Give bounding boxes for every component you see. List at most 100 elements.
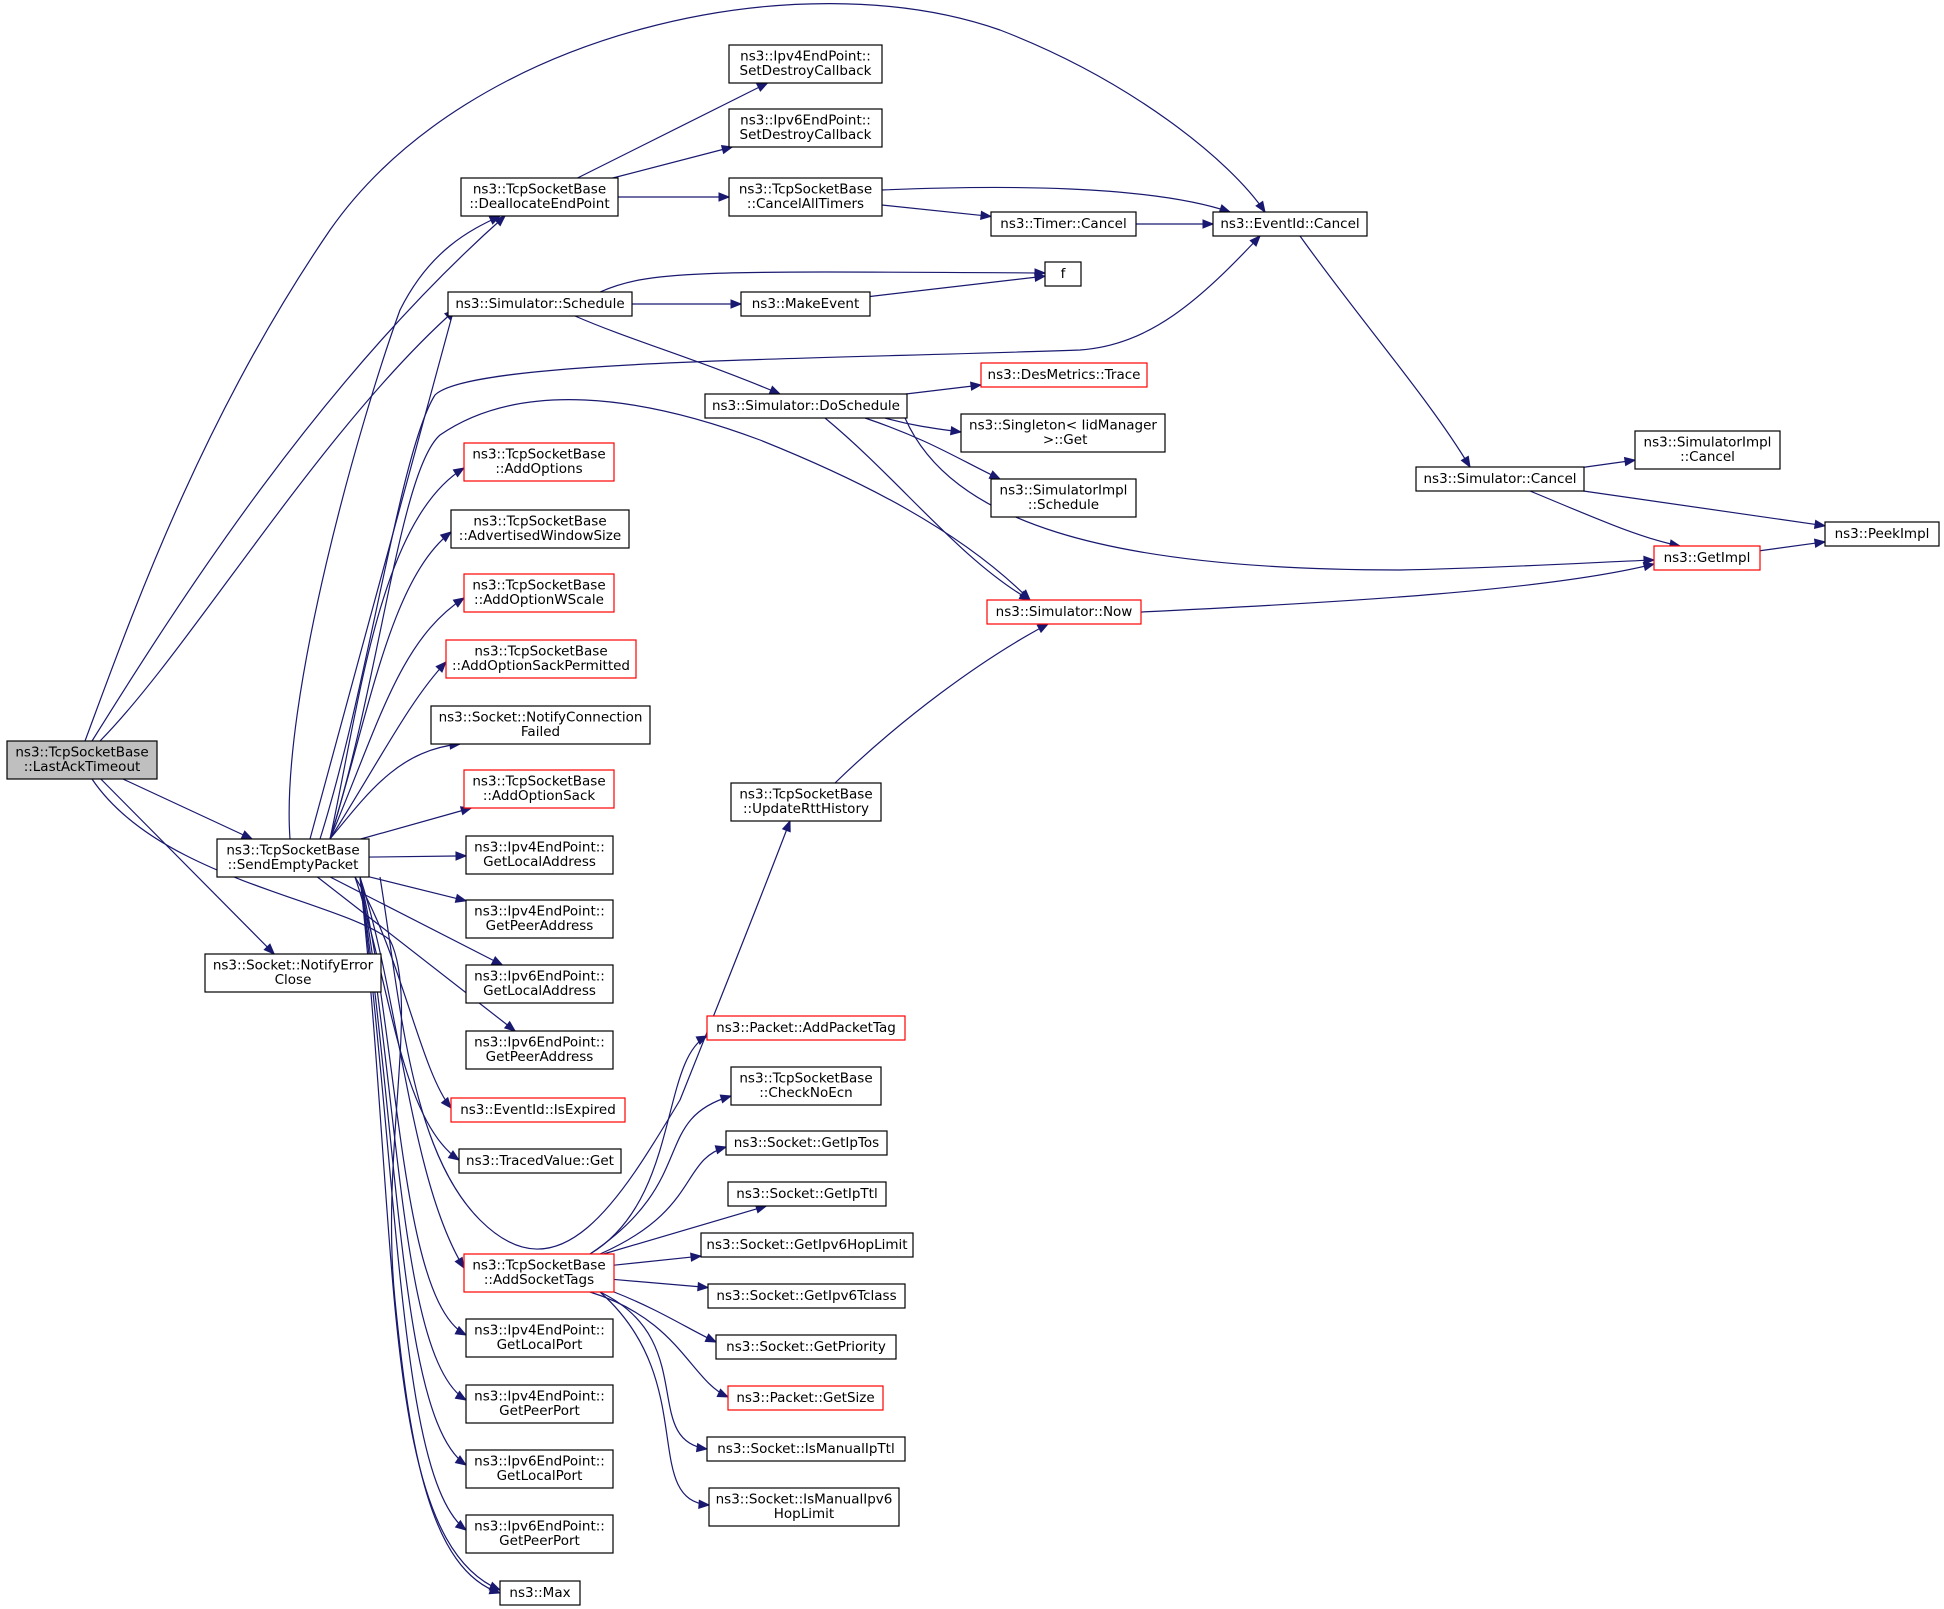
node-box[interactable] — [204, 953, 382, 993]
node-box[interactable] — [740, 291, 871, 317]
node-box[interactable] — [704, 393, 908, 419]
node-simschedule[interactable]: ns3::Simulator::Schedule — [447, 291, 633, 317]
node-desmetrics[interactable]: ns3::DesMetrics::Trace — [980, 362, 1148, 388]
node-box[interactable] — [1212, 211, 1368, 237]
node-simimplschedule[interactable]: ns3::SimulatorImpl::Schedule — [990, 478, 1137, 518]
node-box[interactable] — [727, 1181, 887, 1207]
node-getimpl[interactable]: ns3::GetImpl — [1653, 545, 1761, 571]
node-addoptionsackperm[interactable]: ns3::TcpSocketBase::AddOptionSackPermitt… — [445, 639, 637, 679]
node-advwindowsize[interactable]: ns3::TcpSocketBase::AdvertisedWindowSize — [450, 509, 630, 549]
node-ismanualipttl[interactable]: ns3::Socket::IsManualIpTtl — [706, 1436, 906, 1462]
node-ipv4getlocaladdr[interactable]: ns3::Ipv4EndPoint::GetLocalAddress — [465, 835, 614, 875]
node-box[interactable] — [706, 1015, 906, 1041]
node-box[interactable] — [727, 1385, 884, 1411]
node-f[interactable]: f — [1044, 261, 1082, 287]
node-simimplcancel[interactable]: ns3::SimulatorImpl::Cancel — [1634, 430, 1781, 470]
node-addoptionsack[interactable]: ns3::TcpSocketBase::AddOptionSack — [463, 769, 615, 809]
node-box[interactable] — [708, 1487, 900, 1527]
node-ipv4getpeerport[interactable]: ns3::Ipv4EndPoint::GetPeerPort — [465, 1384, 614, 1424]
node-box[interactable] — [1653, 545, 1761, 571]
node-box[interactable] — [430, 705, 651, 745]
node-box[interactable] — [445, 639, 637, 679]
node-getipv6tclass[interactable]: ns3::Socket::GetIpv6Tclass — [707, 1283, 906, 1309]
node-box[interactable] — [463, 769, 615, 809]
node-box[interactable] — [980, 362, 1148, 388]
node-addoptions[interactable]: ns3::TcpSocketBase::AddOptions — [463, 442, 615, 482]
node-simcancel[interactable]: ns3::Simulator::Cancel — [1415, 466, 1585, 492]
node-box[interactable] — [465, 899, 614, 939]
node-box[interactable] — [728, 177, 883, 217]
node-box[interactable] — [463, 573, 615, 613]
node-box[interactable] — [960, 413, 1166, 453]
node-box[interactable] — [458, 1148, 622, 1174]
node-peekimpl[interactable]: ns3::PeekImpl — [1824, 521, 1940, 547]
node-box[interactable] — [460, 177, 619, 217]
node-ipv6getlocalport[interactable]: ns3::Ipv6EndPoint::GetLocalPort — [465, 1449, 614, 1489]
node-box[interactable] — [463, 1253, 615, 1293]
node-box[interactable] — [728, 108, 883, 148]
node-getiptos[interactable]: ns3::Socket::GetIpTos — [725, 1130, 888, 1156]
node-getipttl[interactable]: ns3::Socket::GetIpTtl — [727, 1181, 887, 1207]
node-box[interactable] — [1824, 521, 1940, 547]
node-ipv6getlocaladdr[interactable]: ns3::Ipv6EndPoint::GetLocalAddress — [465, 964, 614, 1004]
node-addsockettags[interactable]: ns3::TcpSocketBase::AddSocketTags — [463, 1253, 615, 1293]
node-eventidcancel[interactable]: ns3::EventId::Cancel — [1212, 211, 1368, 237]
node-cancelalltimers[interactable]: ns3::TcpSocketBase::CancelAllTimers — [728, 177, 883, 217]
node-getipv6hoplimit[interactable]: ns3::Socket::GetIpv6HopLimit — [700, 1232, 914, 1258]
node-box[interactable] — [465, 1384, 614, 1424]
node-makeevent[interactable]: ns3::MakeEvent — [740, 291, 871, 317]
node-box[interactable] — [1044, 261, 1082, 287]
node-box[interactable] — [1634, 430, 1781, 470]
node-box[interactable] — [450, 509, 630, 549]
node-box[interactable] — [990, 478, 1137, 518]
node-box[interactable] — [465, 1318, 614, 1358]
node-box[interactable] — [465, 1514, 614, 1554]
node-sendemptypacket[interactable]: ns3::TcpSocketBase::SendEmptyPacket — [216, 838, 370, 878]
node-singletonget[interactable]: ns3::Singleton< IidManager >::Get — [960, 413, 1166, 453]
node-addoptionwscale[interactable]: ns3::TcpSocketBase::AddOptionWScale — [463, 573, 615, 613]
node-tracedvalueget[interactable]: ns3::TracedValue::Get — [458, 1148, 622, 1174]
node-getpriority[interactable]: ns3::Socket::GetPriority — [715, 1334, 897, 1360]
node-box[interactable] — [700, 1232, 914, 1258]
node-box[interactable] — [465, 835, 614, 875]
node-box[interactable] — [990, 211, 1137, 237]
node-ipv4getpeeraddr[interactable]: ns3::Ipv4EndPoint::GetPeerAddress — [465, 899, 614, 939]
node-box[interactable] — [1415, 466, 1585, 492]
node-box[interactable] — [728, 44, 883, 84]
node-box[interactable] — [465, 964, 614, 1004]
node-box[interactable] — [465, 1030, 614, 1070]
node-box[interactable] — [465, 1449, 614, 1489]
node-box[interactable] — [715, 1334, 897, 1360]
node-doschedule[interactable]: ns3::Simulator::DoSchedule — [704, 393, 908, 419]
node-checknoecn[interactable]: ns3::TcpSocketBase::CheckNoEcn — [730, 1066, 882, 1106]
node-updaterttHistory[interactable]: ns3::TcpSocketBase::UpdateRttHistory — [730, 782, 882, 822]
node-isexpired[interactable]: ns3::EventId::IsExpired — [450, 1097, 626, 1123]
node-packetgetsize[interactable]: ns3::Packet::GetSize — [727, 1385, 884, 1411]
node-box[interactable] — [730, 782, 882, 822]
node-lastacktimeout[interactable]: ns3::TcpSocketBase::LastAckTimeout — [6, 740, 158, 780]
node-simnow[interactable]: ns3::Simulator::Now — [986, 599, 1142, 625]
node-box[interactable] — [986, 599, 1142, 625]
node-box[interactable] — [706, 1436, 906, 1462]
node-box[interactable] — [730, 1066, 882, 1106]
node-ipv4setdestroy[interactable]: ns3::Ipv4EndPoint::SetDestroyCallback — [728, 44, 883, 84]
node-deallocateendpoint[interactable]: ns3::TcpSocketBase::DeallocateEndPoint — [460, 177, 619, 217]
node-ipv6getpeerport[interactable]: ns3::Ipv6EndPoint::GetPeerPort — [465, 1514, 614, 1554]
node-box[interactable] — [707, 1283, 906, 1309]
node-box[interactable] — [216, 838, 370, 878]
node-box[interactable] — [725, 1130, 888, 1156]
node-ipv6getpeeraddr[interactable]: ns3::Ipv6EndPoint::GetPeerAddress — [465, 1030, 614, 1070]
node-ipv6setdestroy[interactable]: ns3::Ipv6EndPoint::SetDestroyCallback — [728, 108, 883, 148]
node-max[interactable]: ns3::Max — [499, 1580, 581, 1606]
node-box[interactable] — [450, 1097, 626, 1123]
node-box[interactable] — [463, 442, 615, 482]
node-box[interactable] — [499, 1580, 581, 1606]
node-timercancel[interactable]: ns3::Timer::Cancel — [990, 211, 1137, 237]
node-box[interactable] — [447, 291, 633, 317]
node-box[interactable] — [6, 740, 158, 780]
node-ipv4getlocalport[interactable]: ns3::Ipv4EndPoint::GetLocalPort — [465, 1318, 614, 1358]
node-addpackettag[interactable]: ns3::Packet::AddPacketTag — [706, 1015, 906, 1041]
